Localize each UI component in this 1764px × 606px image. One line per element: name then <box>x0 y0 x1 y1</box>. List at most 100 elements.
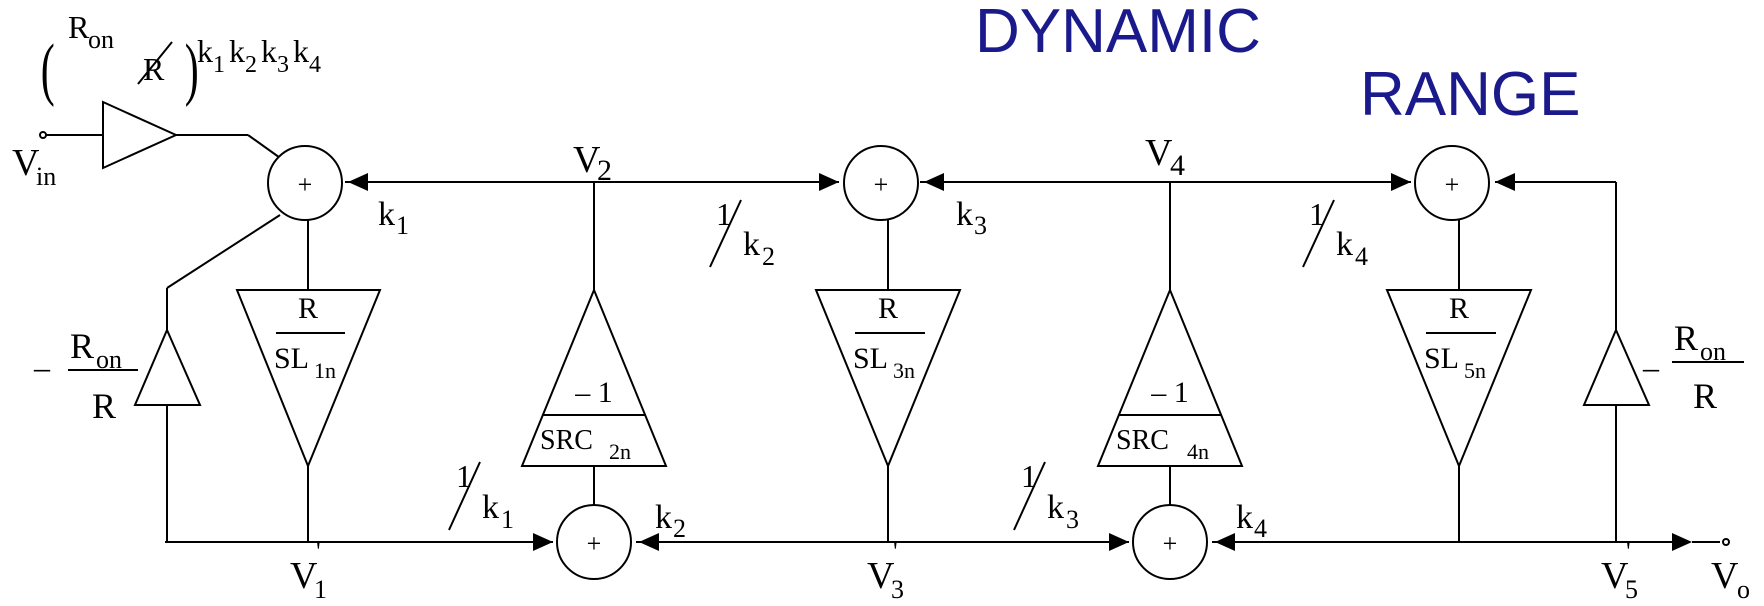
output-terminal <box>1722 538 1730 546</box>
label-vo-sub: o <box>1737 575 1750 604</box>
gain-1k4-sub: 4 <box>1355 242 1368 271</box>
gain-k2: k <box>655 499 672 536</box>
label-vin-sub: in <box>36 162 56 191</box>
sl1-main: SL <box>274 342 309 375</box>
label-v5prime: V <box>1601 555 1629 597</box>
label-v3prime: V <box>867 555 895 597</box>
gain-1k1-one: 1 <box>456 458 472 494</box>
input-gain-slash <box>137 41 173 85</box>
input-gain-den: R <box>143 51 165 87</box>
gain-k2-sub: 2 <box>673 514 686 543</box>
arrowhead-into-summer3-right <box>1495 173 1515 191</box>
gain-k4: k <box>1236 499 1253 536</box>
sl5-main: SL <box>1424 342 1459 375</box>
gain-1k4-one: 1 <box>1309 196 1325 232</box>
summer-3-sign: + <box>874 170 889 199</box>
gain-1k4-slash <box>1302 199 1335 268</box>
sl1-sub: 1n <box>314 358 336 383</box>
arrowhead-into-summer3-left <box>1391 173 1411 191</box>
input-gain-close-paren: ) <box>185 31 199 107</box>
feedback-left-diagonal <box>166 214 281 289</box>
input-gain-k1: k <box>197 33 213 69</box>
gain-1k3-k: k <box>1047 489 1064 526</box>
label-v1prime: V <box>290 555 318 597</box>
gain-1k1-slash <box>448 461 481 531</box>
feedback-right-den: R <box>1693 376 1717 416</box>
gain-k1-sub: 1 <box>396 211 409 240</box>
gain-1k4-k: k <box>1336 226 1353 263</box>
arrowhead-into-summer1 <box>348 173 368 191</box>
gain-k3-sub: 3 <box>974 211 987 240</box>
gain-1k1-sub: 1 <box>501 505 514 534</box>
feedback-left-den: R <box>92 386 116 426</box>
sl3-top: R <box>878 292 898 325</box>
input-terminal <box>39 131 47 139</box>
gain-k4-sub: 4 <box>1254 514 1267 543</box>
label-v1prime-mark: ' <box>316 537 321 566</box>
summer-1-sign: + <box>298 170 313 199</box>
gain-1k3-sub: 3 <box>1066 505 1079 534</box>
arrowhead-into-summer2-right <box>924 173 944 191</box>
summer-1 <box>267 145 343 221</box>
sl3-main: SL <box>853 342 888 375</box>
src4-top: – 1 <box>1150 376 1189 409</box>
input-gain-open-paren: ( <box>41 31 55 107</box>
feedback-left-num: R <box>70 326 94 366</box>
gain-k1: k <box>378 196 395 233</box>
input-gain-k1-sub: 1 <box>213 52 225 78</box>
gain-k3: k <box>956 196 973 233</box>
summer-2-sign: + <box>587 529 602 558</box>
arrowhead-into-summer4-left <box>533 533 553 551</box>
arrowhead-into-summer2-left <box>819 173 839 191</box>
feedback-right-num: R <box>1674 318 1698 358</box>
summer-3 <box>843 145 919 221</box>
label-v4: V <box>1145 132 1173 174</box>
input-gain-k3: k <box>261 33 277 69</box>
label-vin: V <box>12 142 40 184</box>
summer-5 <box>1414 145 1490 221</box>
src4-main: SRC <box>1116 425 1169 456</box>
title-line2: RANGE <box>1360 60 1580 129</box>
label-v3prime-mark: ' <box>893 537 898 566</box>
label-v4-sub: 4 <box>1170 149 1185 182</box>
label-v1prime-sub: 1 <box>314 575 327 604</box>
label-v3prime-sub: 3 <box>891 575 904 604</box>
gain-1k2-one: 1 <box>716 196 732 232</box>
sl5-sub: 5n <box>1464 358 1486 383</box>
gain-1k2-sub: 2 <box>762 242 775 271</box>
src4-sub: 4n <box>1187 439 1209 464</box>
sl1-top: R <box>298 292 318 325</box>
input-gain-k3-sub: 3 <box>277 52 289 78</box>
src2-sub: 2n <box>609 439 631 464</box>
input-gain-k2-sub: 2 <box>245 52 257 78</box>
input-gain-num: R <box>68 9 90 45</box>
title-line1: DYNAMIC <box>975 0 1261 66</box>
label-v2-sub: 2 <box>597 154 612 187</box>
src2-main: SRC <box>540 425 593 456</box>
summer-4-sign: + <box>1163 529 1178 558</box>
input-gain-k2: k <box>229 33 245 69</box>
label-v5prime-mark: ' <box>1626 537 1631 566</box>
src2-top: – 1 <box>574 376 613 409</box>
gain-1k2-k: k <box>743 226 760 263</box>
label-vo: V <box>1711 555 1739 597</box>
input-gain-num-sub: on <box>88 25 114 54</box>
input-gain-k4-sub: 4 <box>309 52 321 78</box>
arrowhead-output <box>1672 533 1692 551</box>
gain-1k3-one: 1 <box>1021 458 1037 494</box>
label-v5prime-sub: 5 <box>1625 575 1638 604</box>
input-gain-k4: k <box>293 33 309 69</box>
arrowhead-into-summer5-left <box>1109 533 1129 551</box>
gain-1k3-slash <box>1013 461 1046 531</box>
feedback-right-amplifier <box>1582 327 1651 406</box>
summer-5-sign: + <box>1445 170 1460 199</box>
gain-1k1-k: k <box>482 489 499 526</box>
feedback-right-minus: – <box>1642 349 1660 385</box>
label-v2: V <box>573 139 601 181</box>
gain-1k2-slash <box>709 199 742 268</box>
arrowhead-into-summer4-right <box>639 533 659 551</box>
arrowhead-into-summer5-right <box>1215 533 1235 551</box>
input-amplifier <box>102 100 179 170</box>
